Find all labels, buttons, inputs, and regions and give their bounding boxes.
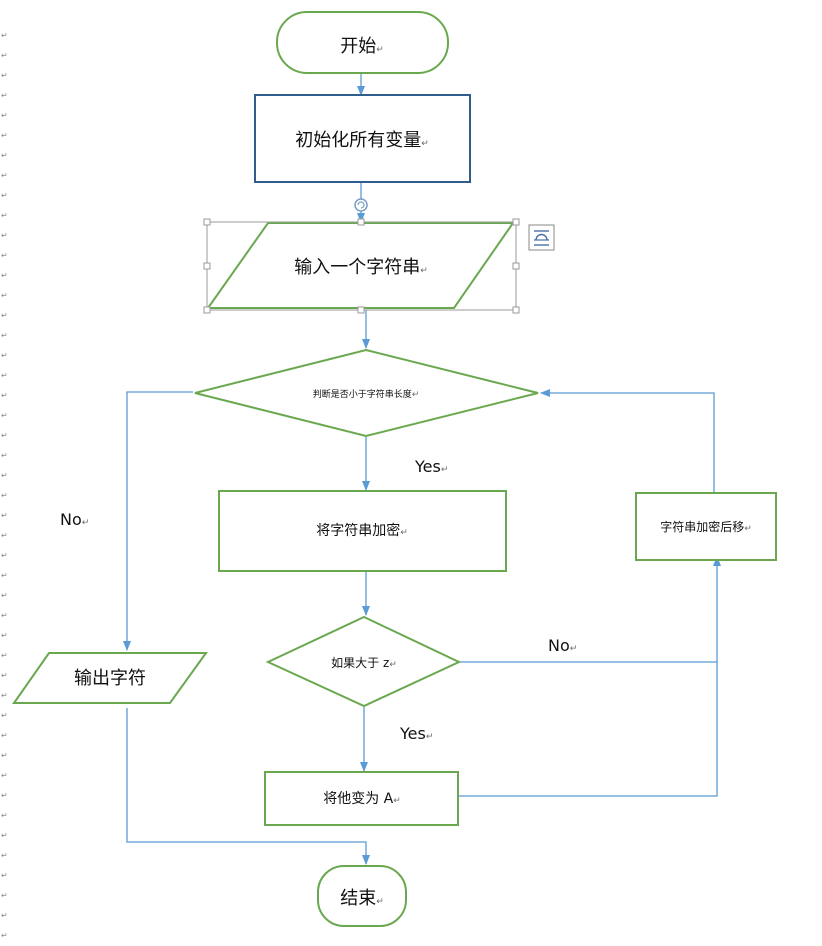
edge-cond-no-output [123,391,193,651]
selection-box[interactable] [203,218,520,314]
output-label: 输出字符 [74,668,146,689]
shift-label: 字符串加密后移 [660,519,744,534]
to-a-label: 将他变为 A [323,791,393,807]
paragraph-mark: ↵ [1,771,8,780]
paragraph-mark: ↵ [1,551,8,560]
paragraph-mark: ↵ [1,791,8,800]
paragraph-mark: ↵ [1,191,8,200]
paragraph-mark: ↵ [1,651,8,660]
paragraph-mark: ↵ [1,391,8,400]
paragraph-mark: ↵ [1,131,8,140]
paragraph-mark: ↵ [1,871,8,880]
paragraph-mark: ↵ [1,831,8,840]
init-label: 初始化所有变量 [295,130,421,151]
margin-paragraph-marks: ↵ ↵ ↵ ↵ ↵ ↵ ↵ ↵ ↵ ↵ ↵ ↵ ↵ ↵ ↵ ↵ ↵ ↵ ↵ ↵ ↵ ↵ ↵ ↵ ↵ ↵ ↵ ↵ ↵ ↵ ↵ ↵ ↵ ↵ ↵ ↵ ↵ ↵ ↵ ↵… [1,31,8,940]
paragraph-mark: ↵ [1,931,8,940]
paragraph-mark: ↵ [1,811,8,820]
paragraph-mark: ↵ [1,911,8,920]
edge-condz-no-shift [459,556,721,663]
svg-text:将他变为 A↵: 将他变为 A↵ [323,791,401,807]
paragraph-mark: ↵ [1,171,8,180]
no-label-2: No [548,636,570,655]
cond-z-node[interactable]: 如果大于 z↵ [265,615,462,708]
yes-label-1: Yes [414,457,441,476]
input-node[interactable]: 输入一个字符串↵ [206,222,515,309]
cond-z-label: 如果大于 z [331,655,389,670]
start-node[interactable]: 开始↵ [276,11,449,74]
encrypt-node[interactable]: 将字符串加密↵ [218,490,507,572]
paragraph-mark: ↵ [1,151,8,160]
end-label: 结束 [340,888,376,909]
svg-text:开始↵: 开始↵ [340,36,384,57]
paragraph-mark: ↵ [1,591,8,600]
svg-text:判断是否小于字符串长度↵: 判断是否小于字符串长度↵ [313,388,420,400]
paragraph-mark: ↵ [1,291,8,300]
shift-node[interactable]: 字符串加密后移↵ [635,492,777,561]
paragraph-mark: ↵ [1,671,8,680]
svg-text:输入一个字符串↵: 输入一个字符串↵ [294,257,428,278]
svg-text:Yes↵: Yes↵ [399,724,433,743]
edge-output-end [126,708,370,865]
rotate-handle-icon[interactable] [354,198,368,212]
input-label: 输入一个字符串 [294,257,420,278]
paragraph-mark: ↵ [1,531,8,540]
paragraph-mark: ↵ [1,31,8,40]
paragraph-mark: ↵ [1,891,8,900]
paragraph-mark: ↵ [1,611,8,620]
paragraph-mark: ↵ [1,451,8,460]
paragraph-mark: ↵ [1,851,8,860]
paragraph-mark: ↵ [1,371,8,380]
paragraph-mark: ↵ [1,751,8,760]
start-label: 开始 [340,36,376,57]
svg-text:输出字符: 输出字符 [74,668,146,689]
paragraph-mark: ↵ [1,431,8,440]
paragraph-mark: ↵ [1,411,8,420]
paragraph-mark: ↵ [1,211,8,220]
paragraph-mark: ↵ [1,471,8,480]
paragraph-mark: ↵ [1,111,8,120]
paragraph-mark: ↵ [1,71,8,80]
svg-text:Yes↵: Yes↵ [414,457,448,476]
init-node[interactable]: 初始化所有变量↵ [254,94,471,183]
yes-label-2: Yes [399,724,426,743]
no-label-1: No [60,510,82,529]
svg-text:如果大于 z↵: 如果大于 z↵ [331,655,397,670]
paragraph-mark: ↵ [1,311,8,320]
paragraph-mark: ↵ [1,571,8,580]
end-node[interactable]: 结束↵ [317,865,407,927]
output-node[interactable]: 输出字符 [12,652,208,704]
paragraph-mark: ↵ [1,91,8,100]
edge-shift-loop [540,389,715,492]
paragraph-mark: ↵ [1,231,8,240]
paragraph-mark: ↵ [1,331,8,340]
paragraph-mark: ↵ [1,631,8,640]
svg-text:初始化所有变量↵: 初始化所有变量↵ [295,130,429,151]
paragraph-mark: ↵ [1,491,8,500]
paragraph-mark: ↵ [1,51,8,60]
paragraph-mark: ↵ [1,711,8,720]
svg-text:字符串加密后移↵: 字符串加密后移↵ [660,519,752,534]
paragraph-mark: ↵ [1,351,8,360]
edge-toa-shift [459,662,718,797]
paragraph-mark: ↵ [1,511,8,520]
cond-length-node[interactable]: 判断是否小于字符串长度↵ [194,348,539,438]
paragraph-mark: ↵ [1,691,8,700]
layout-options-icon[interactable] [528,224,555,251]
to-a-node[interactable]: 将他变为 A↵ [264,771,459,826]
encrypt-label: 将字符串加密 [316,522,400,539]
svg-text:结束↵: 结束↵ [340,888,384,909]
paragraph-mark: ↵ [1,731,8,740]
svg-text:No↵: No↵ [60,510,89,529]
svg-text:No↵: No↵ [548,636,577,655]
paragraph-mark: ↵ [1,251,8,260]
cond-length-label: 判断是否小于字符串长度 [313,388,412,400]
svg-text:将字符串加密↵: 将字符串加密↵ [316,522,408,539]
paragraph-mark: ↵ [1,271,8,280]
